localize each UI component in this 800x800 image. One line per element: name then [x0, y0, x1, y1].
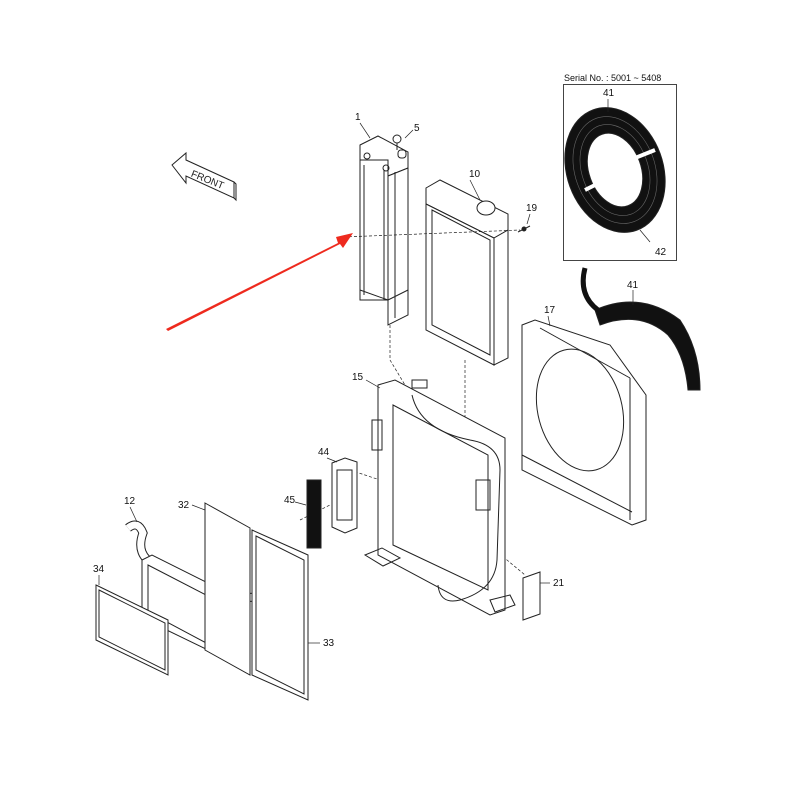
screen-part-33 [251, 529, 309, 701]
fan-guard-part-41 [580, 267, 701, 391]
front-arrow-icon: FRONT [171, 151, 237, 202]
callout-5: 5 [414, 123, 420, 134]
fan-shroud-part-17 [521, 319, 647, 526]
screen-part-32 [204, 502, 251, 676]
highlight-arrow [166, 233, 353, 331]
callout-1: 1 [355, 112, 361, 123]
callout-15: 15 [352, 372, 364, 383]
serial-inset-box [563, 84, 677, 261]
callout-33: 33 [323, 638, 335, 649]
cover-plate-part-21 [522, 571, 541, 621]
callout-44: 44 [318, 447, 330, 458]
bracket-part-44 [331, 457, 358, 534]
callout-41: 41 [627, 280, 639, 291]
radiator-part-1 [359, 134, 409, 326]
callout-41-inset: 41 [603, 88, 615, 99]
oil-cooler-part-10 [425, 179, 509, 366]
fan-guard-inset-part-41-42 [564, 107, 666, 233]
support-frame-part-15 [363, 379, 516, 616]
callout-21: 21 [553, 578, 565, 589]
serial-number-label: Serial No. : 5001 ~ 5408 [564, 73, 662, 83]
callout-42: 42 [655, 247, 667, 258]
callout-19: 19 [526, 203, 538, 214]
callout-10: 10 [469, 169, 481, 180]
fuel-cooler-part-45 [306, 479, 322, 549]
fitting-part-19 [517, 225, 531, 233]
callout-12: 12 [124, 496, 136, 507]
callout-32: 32 [178, 500, 190, 511]
net-part-34 [95, 584, 169, 676]
callout-34: 34 [93, 564, 105, 575]
callout-17: 17 [544, 305, 556, 316]
callout-45: 45 [284, 495, 296, 506]
